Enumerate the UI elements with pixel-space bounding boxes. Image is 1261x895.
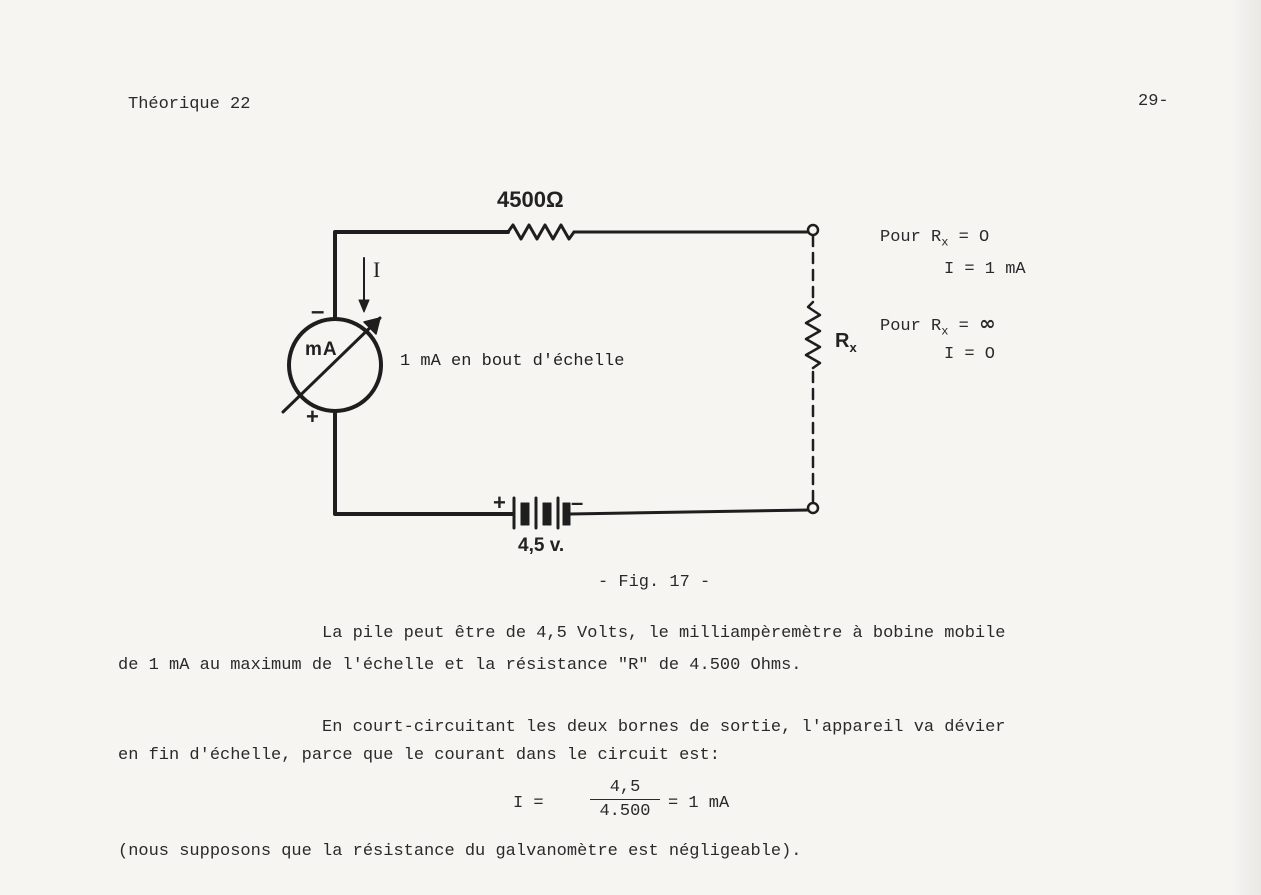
rx-resistor-symbol [804, 300, 822, 370]
paragraph-1-line-2: de 1 mA au maximum de l'échelle et la ré… [118, 656, 802, 675]
current-label: I [373, 257, 381, 282]
meter-needle-arrowhead [363, 317, 381, 335]
bottom-terminal [806, 501, 820, 515]
left-wire-lower [333, 409, 514, 516]
meter-needle [281, 316, 382, 414]
note-i-1ma: I = 1 mA [944, 260, 1026, 279]
paragraph-3: (nous supposons que la résistance du gal… [118, 842, 802, 861]
page-edge-shadow [1231, 0, 1261, 895]
battery-plus-label: + [493, 490, 506, 515]
meter-unit-label: mA [305, 339, 338, 360]
meter-note: 1 mA en bout d'échelle [400, 352, 625, 371]
note-rx-zero: Pour Rx = O [880, 228, 990, 250]
note-rx-infinity: Pour Rx = ∞ [880, 311, 996, 339]
top-wire [333, 230, 510, 321]
equation-denominator: 4.500 [599, 802, 651, 821]
equation-lhs: I = [513, 794, 544, 813]
battery-symbol [512, 496, 571, 530]
bottom-wire-right [568, 508, 812, 516]
meter-minus-label: – [311, 298, 325, 325]
meter-plus-label: + [306, 404, 319, 429]
figure-caption: - Fig. 17 - [598, 573, 711, 592]
top-terminal [806, 223, 820, 237]
rx-label: Rx [835, 330, 857, 355]
fraction-bar [590, 799, 660, 800]
equation-rhs: = 1 mA [668, 794, 730, 813]
resistor-value-label: 4500Ω [497, 187, 564, 212]
running-header: Théorique 22 [128, 95, 251, 114]
resistor-4500-symbol [506, 223, 576, 241]
equation-numerator: 4,5 [609, 778, 641, 797]
note-i-zero: I = O [944, 345, 996, 364]
current-arrowhead [358, 299, 370, 313]
paragraph-1-line-1: La pile peut être de 4,5 Volts, le milli… [322, 624, 1006, 643]
paragraph-2-line-2: en fin d'échelle, parce que le courant d… [118, 746, 720, 765]
battery-voltage-label: 4,5 v. [518, 535, 565, 556]
paragraph-2-line-1: En court-circuitant les deux bornes de s… [322, 718, 1006, 737]
equation-fraction: 4,5 4.500 [590, 778, 660, 822]
milliammeter-symbol [287, 317, 383, 413]
page-number: 29- [1138, 92, 1169, 111]
battery-minus-label: – [571, 490, 584, 515]
